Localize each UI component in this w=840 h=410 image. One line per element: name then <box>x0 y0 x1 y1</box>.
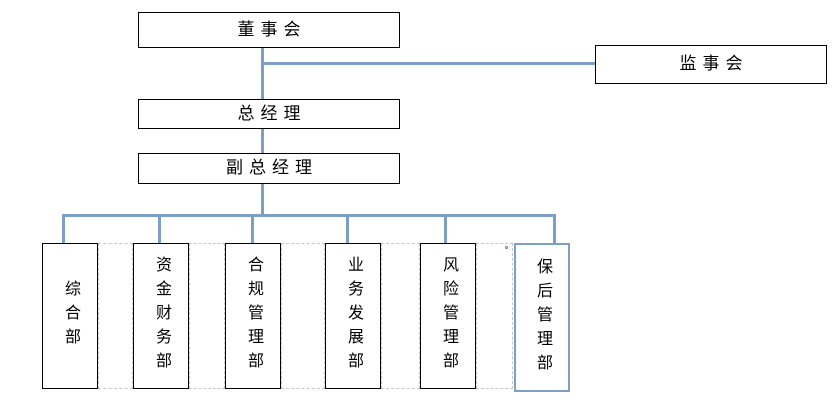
department-label-2: 资金财务部 <box>153 256 170 376</box>
department-box-6[interactable]: 保后管理部 <box>514 243 570 392</box>
connector-board-to-gm <box>261 48 264 100</box>
department-box-1[interactable]: 综合部 <box>42 243 98 389</box>
department-label-4: 业务发展部 <box>345 256 362 376</box>
node-general-manager[interactable]: 总经理 <box>138 99 400 129</box>
connector-drop-dept-1 <box>62 214 65 245</box>
connector-drop-dept-2 <box>158 214 161 245</box>
node-deputy-general-manager[interactable]: 副总经理 <box>138 153 400 184</box>
grid-cell <box>189 243 225 389</box>
node-board-label: 董事会 <box>237 19 307 39</box>
connector-board-to-supervisors <box>261 62 595 65</box>
connector-department-bus <box>62 214 556 217</box>
connector-deputy-to-bus <box>261 184 264 216</box>
node-supervisors-label: 监事会 <box>679 54 749 74</box>
department-box-3[interactable]: 合规管理部 <box>225 243 281 389</box>
department-label-5: 风险管理部 <box>440 256 457 376</box>
department-box-4[interactable]: 业务发展部 <box>325 243 381 389</box>
department-label-3: 合规管理部 <box>245 256 262 376</box>
node-board[interactable]: 董事会 <box>138 12 400 48</box>
node-deputy-general-manager-label: 副总经理 <box>226 158 318 178</box>
node-general-manager-label: 总经理 <box>237 103 307 123</box>
grid-cell <box>98 243 133 389</box>
node-supervisors[interactable]: 监事会 <box>595 45 827 84</box>
grid-cell <box>476 243 513 389</box>
department-label-6: 保后管理部 <box>534 257 551 378</box>
anchor-marker-icon <box>505 246 508 249</box>
connector-drop-dept-3 <box>251 214 254 245</box>
department-box-5[interactable]: 风险管理部 <box>420 243 476 389</box>
connector-drop-dept-4 <box>346 214 349 245</box>
grid-cell <box>381 243 420 389</box>
connector-gm-to-deputy <box>261 128 264 154</box>
department-label-1: 综合部 <box>62 280 79 352</box>
grid-cell <box>281 243 325 389</box>
connector-drop-dept-6 <box>553 214 556 245</box>
connector-drop-dept-5 <box>444 214 447 245</box>
department-box-2[interactable]: 资金财务部 <box>133 243 189 389</box>
